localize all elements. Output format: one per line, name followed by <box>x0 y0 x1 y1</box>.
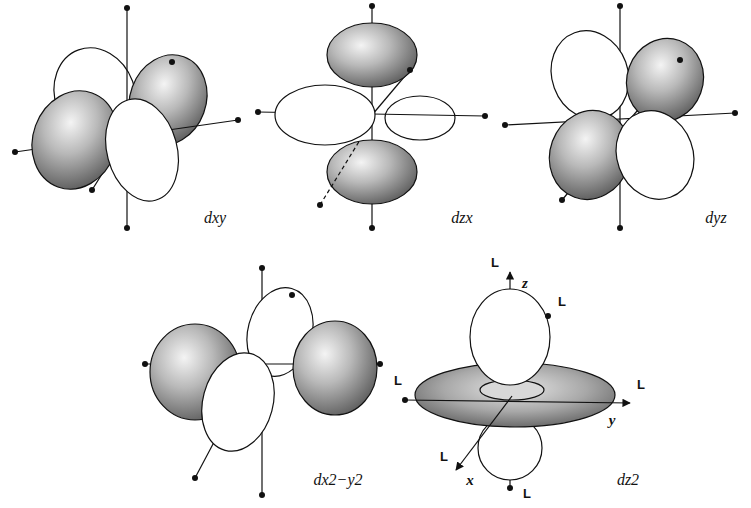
dyz-orbital-part <box>619 6 620 228</box>
dx2y2-orbital-part <box>293 321 377 415</box>
dzx-orbital-part <box>320 140 360 205</box>
dxy-orbital-part <box>124 225 130 231</box>
ligand-label: L <box>440 450 448 463</box>
dyz-orbital-part <box>559 197 565 203</box>
axis-label: y <box>609 413 616 428</box>
ligand-label: L <box>491 256 499 269</box>
axis-label: z <box>522 276 528 291</box>
dz2-orbital-part <box>507 485 513 491</box>
dx2y2-orbital-part <box>289 292 295 298</box>
dzx-orbital-part <box>275 85 375 145</box>
dyz-orbital-part <box>502 122 508 128</box>
dzx-orbital-part <box>369 3 375 9</box>
dx2y2-orbital-part <box>259 265 265 271</box>
dyz-orbital-part <box>617 3 623 9</box>
dyz-orbital-part <box>677 57 683 63</box>
ligand-label: L <box>637 378 645 391</box>
dzx-orbital-part <box>317 202 323 208</box>
dxy-orbital-part <box>169 59 175 65</box>
ligand-label: L <box>394 374 402 387</box>
dx2y2-orbital <box>142 265 383 498</box>
dzx-orbital-part <box>255 109 261 115</box>
dyz-orbital-part <box>502 3 738 231</box>
dyz-orbital <box>502 3 738 231</box>
orbital-label: dz2 <box>617 472 639 488</box>
orbital-label: dxy <box>204 210 226 226</box>
dx2y2-orbital-part <box>142 265 383 498</box>
dx2y2-orbital-part <box>142 361 148 367</box>
dxy-orbital-part <box>235 117 241 123</box>
ligand-label: L <box>523 487 531 500</box>
dz2-orbital-part <box>545 313 551 319</box>
ligand-label: L <box>558 295 566 308</box>
dz2-orbital-part <box>456 396 512 470</box>
dz2-orbital-part <box>405 400 630 403</box>
dz2-orbital-part <box>470 289 550 385</box>
dxy-orbital <box>12 5 241 231</box>
dx2y2-orbital-part <box>191 345 284 460</box>
dzx-orbital-part <box>255 3 488 231</box>
orbital-label: dyz <box>705 210 726 226</box>
dzx-orbital-part <box>369 225 375 231</box>
dzx-orbital <box>255 3 488 231</box>
dz2-orbital-part <box>402 313 551 491</box>
orbital-label: dx2−y2 <box>314 472 363 488</box>
orbital-label: dzx <box>451 210 472 226</box>
dzx-orbital-part <box>327 23 417 87</box>
dx2y2-orbital-part <box>192 475 198 481</box>
dyz-orbital-part <box>617 225 623 231</box>
dzx-orbital-part <box>385 96 455 140</box>
dx2y2-orbital-part <box>259 492 265 498</box>
dyz-orbital-part <box>732 110 738 116</box>
dxy-orbital-part <box>12 149 18 155</box>
dxy-orbital-part <box>89 187 95 193</box>
dzx-orbital-part <box>482 113 488 119</box>
dxy-orbital-part <box>124 5 130 11</box>
dxy-orbital-part <box>12 5 241 231</box>
dx2y2-orbital-part <box>377 361 383 367</box>
dxy-orbital-part <box>95 91 190 210</box>
dzx-orbital-part <box>407 67 413 73</box>
dyz-orbital-part <box>604 100 706 211</box>
axis-label: x <box>466 473 474 488</box>
dz2-orbital <box>402 272 630 491</box>
dz2-orbital-part <box>402 397 408 403</box>
